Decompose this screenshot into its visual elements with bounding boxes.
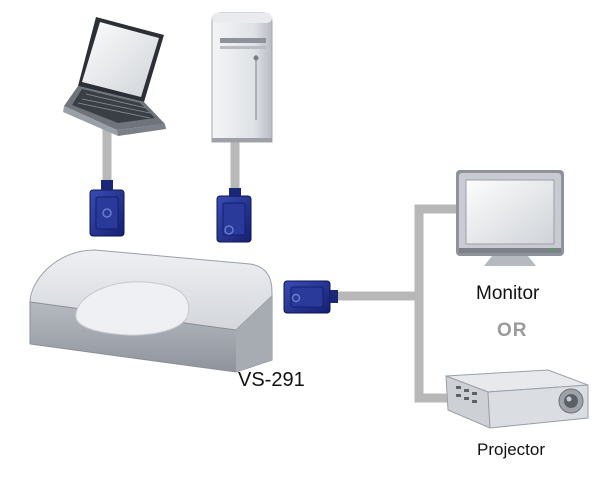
projector-icon <box>445 369 589 429</box>
switch-label: VS-291 <box>238 369 305 391</box>
monitor-icon <box>456 170 564 266</box>
projector-label: Projector <box>477 440 546 459</box>
laptop-icon <box>63 17 166 136</box>
monitor-label: Monitor <box>476 283 540 304</box>
vga-connector-icon <box>283 280 338 314</box>
vga-connector-icon <box>89 180 125 237</box>
tower-pc-icon <box>211 12 273 143</box>
switcher-icon <box>29 249 273 373</box>
vga-connector-icon <box>216 188 252 243</box>
cables <box>102 123 467 403</box>
or-label: OR <box>497 320 528 341</box>
